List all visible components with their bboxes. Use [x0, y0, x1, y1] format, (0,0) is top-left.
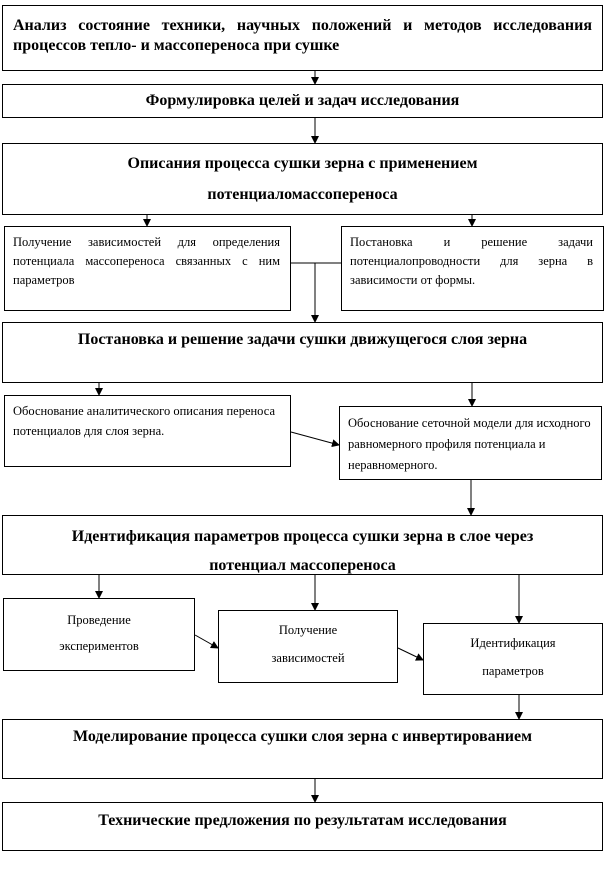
box-experiments: Проведение экспериментов — [3, 598, 195, 671]
box-identify-params: Идентификация параметров — [423, 623, 603, 695]
box-text: Обоснование аналитического описания пере… — [13, 404, 275, 438]
box-text: Моделирование процесса сушки слоя зерна … — [72, 728, 533, 745]
box-text: потенциал массопереноса — [209, 557, 396, 574]
box-text: Идентификация параметров процесса сушки … — [71, 528, 534, 545]
box-grid-model: Обоснование сеточной модели для исходног… — [339, 406, 602, 480]
box-text: Анализ состояние техники, научных положе… — [13, 17, 592, 54]
box-text: Формулировка целей и задач исследования — [145, 92, 460, 109]
box-text: Описания процесса сушки зерна с применен… — [127, 155, 478, 172]
box-description: Описания процесса сушки зерна с применен… — [2, 143, 603, 215]
box-text: Постановка и решение задачи потенциалопр… — [350, 235, 593, 287]
box-proposals: Технические предложения по результатам и… — [2, 802, 603, 851]
box-goals: Формулировка целей и задач исследования — [2, 84, 603, 118]
box-text: Проведение — [67, 613, 131, 627]
arrow — [194, 634, 219, 649]
box-text: Технические предложения по результатам и… — [98, 812, 507, 829]
box-text: Постановка и решение задачи сушки движущ… — [77, 331, 528, 348]
box-text: Получение — [278, 623, 338, 637]
arrow — [397, 647, 424, 661]
box-modeling: Моделирование процесса сушки слоя зерна … — [2, 719, 603, 779]
arrow — [290, 431, 340, 448]
box-get-dependencies: Получение зависимостей — [218, 610, 398, 683]
box-conductivity: Постановка и решение задачи потенциалопр… — [341, 226, 604, 311]
box-moving-layer: Постановка и решение задачи сушки движущ… — [2, 322, 603, 383]
box-dependencies: Получение зависимостей для определения п… — [4, 226, 291, 311]
box-analysis: Анализ состояние техники, научных положе… — [2, 5, 603, 71]
box-text: зависимостей — [271, 651, 345, 665]
box-text: Идентификация — [470, 636, 556, 650]
box-text: экспериментов — [59, 639, 139, 653]
box-analytical: Обоснование аналитического описания пере… — [4, 395, 291, 467]
box-text: потенциаломассопереноса — [207, 186, 398, 203]
box-text: параметров — [482, 664, 544, 678]
box-identification: Идентификация параметров процесса сушки … — [2, 515, 603, 575]
box-text: Получение зависимостей для определения п… — [13, 235, 280, 287]
box-text: Обоснование сеточной модели для исходног… — [348, 416, 591, 472]
